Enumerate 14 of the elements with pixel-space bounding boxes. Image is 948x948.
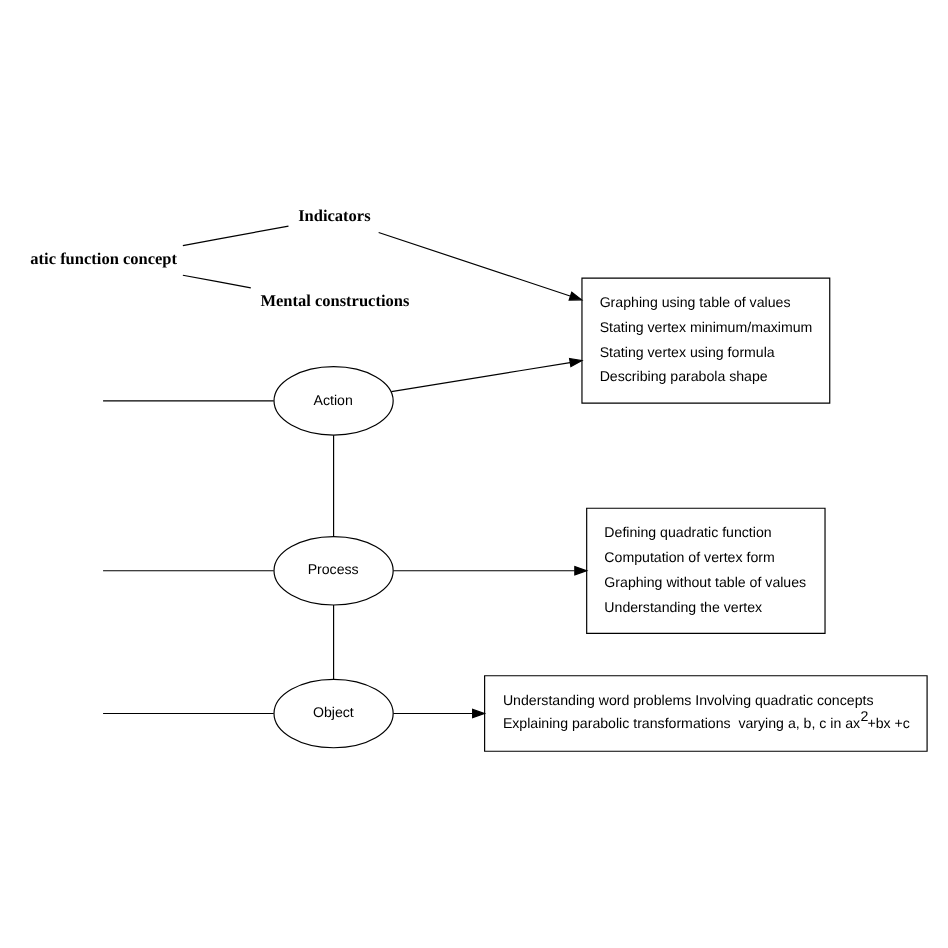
connector bbox=[102, 712, 275, 715]
arrow bbox=[392, 565, 589, 576]
node-text: atic function concept bbox=[30, 249, 178, 268]
connector bbox=[182, 225, 290, 247]
connector bbox=[333, 434, 335, 537]
connector bbox=[102, 570, 275, 572]
node-text: Indicators bbox=[298, 207, 371, 226]
node-text: Mental constructions bbox=[260, 292, 410, 311]
arrow bbox=[392, 708, 487, 719]
arrow bbox=[390, 357, 584, 393]
connector bbox=[182, 274, 252, 289]
connector bbox=[102, 400, 275, 402]
arrow bbox=[378, 231, 584, 301]
connector bbox=[333, 604, 335, 680]
